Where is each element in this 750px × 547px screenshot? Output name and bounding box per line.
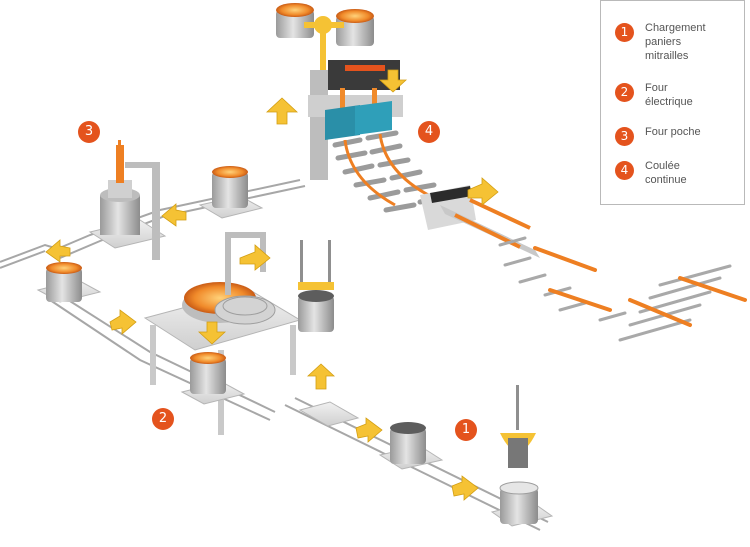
direction-arrows [45, 69, 499, 501]
legend-item-2: 2 Four électrique [615, 81, 693, 109]
ladle-furnace [88, 140, 264, 260]
legend-number-3: 3 [615, 127, 634, 146]
casting-mold [325, 101, 392, 140]
arrow-icon [109, 309, 137, 335]
cooling-bed [498, 236, 747, 342]
arrow-icon [378, 69, 408, 93]
scrap-basket-loading [298, 240, 554, 527]
step-marker-3: 3 [78, 121, 100, 143]
legend-label-3: Four poche [645, 126, 701, 138]
legend-label-1: Chargement paniers mitrailles [645, 22, 706, 62]
arrow-icon [467, 177, 499, 206]
transfer-ladle [36, 262, 102, 303]
legend-item-1: 1 Chargement paniers mitrailles [615, 21, 706, 63]
arrow-icon [265, 97, 299, 125]
continuous-casting-machine [276, 3, 540, 258]
legend-number-1: 1 [615, 23, 634, 42]
legend-item-3: 3 Four poche [615, 125, 701, 146]
arrow-icon [239, 244, 271, 271]
legend-number-2: 2 [615, 83, 634, 102]
arrow-icon [306, 363, 336, 390]
arrow-icon [161, 203, 187, 227]
arrow-icon [45, 239, 71, 263]
arrow-icon [355, 417, 383, 443]
legend-item-4: 4 Coulée continue [615, 159, 687, 187]
step-marker-1: 1 [455, 419, 477, 441]
step-marker-4: 4 [418, 121, 440, 143]
legend-label-4: Coulée continue [645, 160, 687, 186]
rail-track [0, 179, 549, 531]
legend-label-2: Four électrique [645, 82, 693, 108]
turret-ladle [276, 3, 374, 70]
legend: 1 Chargement paniers mitrailles 2 Four é… [600, 0, 745, 205]
arrow-icon [197, 321, 227, 345]
arrow-icon [451, 475, 479, 501]
step-marker-2: 2 [152, 408, 174, 430]
legend-number-4: 4 [615, 161, 634, 180]
